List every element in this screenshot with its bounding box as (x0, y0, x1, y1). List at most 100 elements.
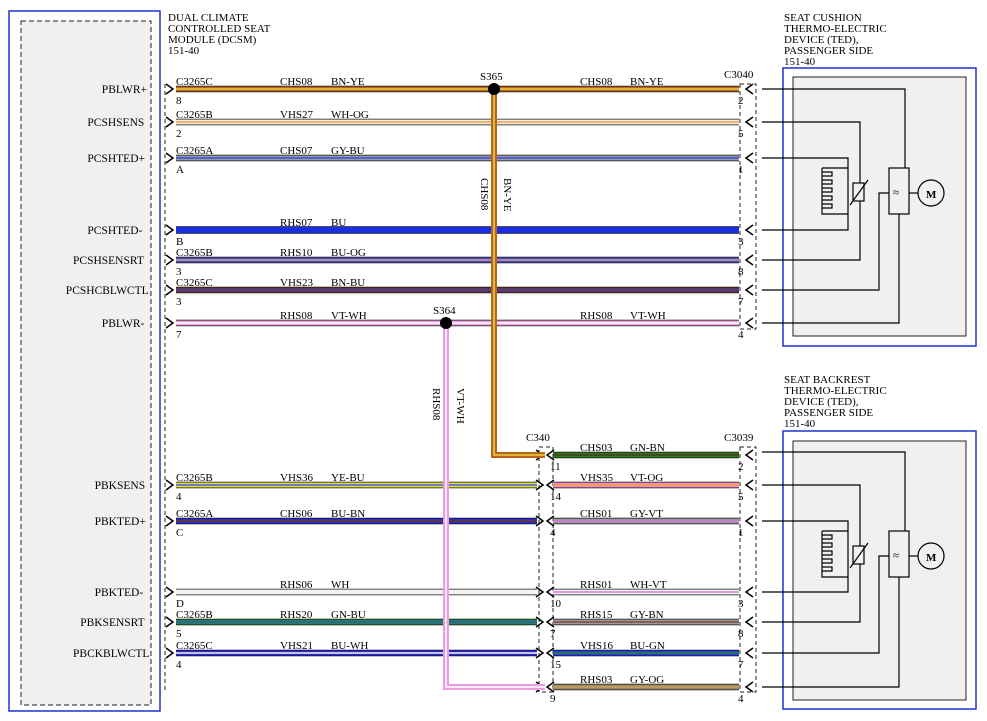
right-color-label-w9: GY-VT (630, 508, 663, 520)
ted-pin-arrow-b1 (744, 449, 754, 461)
inline-arrow-right-w9 (545, 515, 555, 527)
dcsm-connector-label-w2: C3265B (176, 109, 213, 121)
circuit-label-w11: RHS20 (280, 609, 313, 621)
signal-label-w9: PBKTED+ (95, 516, 146, 528)
dcsm-title-2: CONTROLLED SEAT (168, 23, 271, 35)
inline-arrow-w10 (535, 586, 545, 598)
dcsm-connector-label-w1: C3265C (176, 76, 213, 88)
c3039-connector-outline (739, 446, 757, 693)
color-label-w2: WH-OG (331, 109, 369, 121)
right-circuit-label-w7: RHS08 (580, 310, 613, 322)
rhs08-vertical-run (443, 323, 545, 690)
chs08-vertical-label: CHS08 (478, 178, 490, 211)
ted-pin-label-b1: 2 (738, 461, 744, 473)
color-label-w8: YE-BU (331, 472, 365, 484)
ted-pin-arrow-b2 (744, 681, 754, 693)
inline-arrow-right-w10 (545, 586, 555, 598)
ted-pin-label-w7: 4 (738, 329, 744, 341)
right-color-label-b2: GY-OG (630, 674, 664, 686)
ted-pin-label-w2: 5 (738, 128, 744, 140)
circuit-label-w12: VHS21 (280, 640, 313, 652)
ted-pin-label-b2: 4 (738, 693, 744, 705)
c340-label: C340 (526, 432, 550, 444)
signal-label-w3: PCSHTED+ (87, 153, 145, 165)
dcsm-pin-label-w7: 7 (176, 329, 182, 341)
dcsm-pin-label-w10: D (176, 598, 184, 610)
inline-arrow-w9 (535, 515, 545, 527)
right-color-label-w1: BN-YE (630, 76, 664, 88)
inline-pin-label-w10: 10 (550, 598, 562, 610)
inline-arrow-w12 (535, 647, 545, 659)
right-color-label-w11: GY-BN (630, 609, 664, 621)
splice-s365-label: S365 (480, 71, 503, 83)
signal-label-w6: PCSHCBLWCTL (66, 285, 149, 297)
dcsm-connector-label-w6: C3265C (176, 277, 213, 289)
right-color-label-b1: GN-BN (630, 442, 665, 454)
circuit-label-w5: RHS10 (280, 247, 313, 259)
circuit-label-w6: VHS23 (280, 277, 314, 289)
ted-pin-arrow-w11 (744, 616, 754, 628)
right-color-label-w8: VT-OG (630, 472, 663, 484)
circuit-label-w9: CHS06 (280, 508, 313, 520)
dcsm-pin-label-w8: 4 (176, 491, 182, 503)
ted-pin-arrow-w1 (744, 83, 754, 95)
signal-label-w2: PCSHSENS (87, 117, 144, 129)
ted-backrest-title-4: PASSENGER SIDE (784, 407, 873, 419)
inline-arrow-right-b1 (545, 449, 555, 461)
dcsm-pin-arrow-w7 (165, 317, 175, 329)
inline-pin-label-w12: 15 (550, 659, 562, 671)
ted-pin-label-w8: 5 (738, 491, 744, 503)
right-circuit-label-w9: CHS01 (580, 508, 612, 520)
splice-s365 (488, 83, 500, 95)
dcsm-pin-arrow-w3 (165, 152, 175, 164)
dcsm-connector-label-w12: C3265C (176, 640, 213, 652)
color-label-w12: BU-WH (331, 640, 368, 652)
right-circuit-label-w1: CHS08 (580, 76, 613, 88)
right-circuit-label-w8: VHS35 (580, 472, 614, 484)
right-color-label-w12: BU-GN (630, 640, 665, 652)
ted-backrest-title-3: DEVICE (TED), (784, 396, 859, 408)
ted-backrest-title-2: THERMO-ELECTRIC (784, 385, 887, 397)
chs08-vertical-run (491, 89, 545, 458)
ted-pin-label-w12: 7 (738, 659, 744, 671)
right-circuit-label-b2: RHS03 (580, 674, 613, 686)
dcsm-pin-label-w1: 8 (176, 95, 182, 107)
right-circuit-label-b1: CHS03 (580, 442, 613, 454)
dcsm-pin-label-w4: B (176, 236, 183, 248)
ted-pin-label-w1: 2 (738, 95, 744, 107)
ted-backrest-title-1: SEAT BACKREST (784, 374, 871, 386)
color-label-w10: WH (331, 579, 349, 591)
bnye-vertical-label: BN-YE (501, 178, 513, 212)
dcsm-pin-arrow-w11 (165, 616, 175, 628)
inline-pin-label-w11: 7 (550, 628, 556, 640)
signal-label-w8: PBKSENS (95, 480, 146, 492)
signal-label-w11: PBKSENSRT (80, 617, 145, 629)
signal-label-w10: PBKTED- (95, 587, 144, 599)
ted-pin-arrow-w7 (744, 317, 754, 329)
dcsm-pin-arrow-w12 (165, 647, 175, 659)
signal-label-w1: PBLWR+ (102, 84, 147, 96)
dcsm-pin-label-w6: 3 (176, 296, 182, 308)
signal-label-w7: PBLWR- (102, 318, 145, 330)
ted-pin-label-w9: 1 (738, 527, 744, 539)
vtwh-vertical-label: VT-WH (454, 388, 466, 424)
dcsm-pin-arrow-w9 (165, 515, 175, 527)
color-label-w1: BN-YE (331, 76, 365, 88)
dcsm-pin-label-w11: 5 (176, 628, 182, 640)
c3040-label: C3040 (724, 69, 754, 81)
dcsm-pin-arrow-w8 (165, 479, 175, 491)
right-circuit-label-w11: RHS15 (580, 609, 613, 621)
c3039-label: C3039 (724, 432, 754, 444)
circuit-label-w2: VHS27 (280, 109, 314, 121)
cushion-ted-internals (762, 88, 945, 324)
ted-cushion-title-2: THERMO-ELECTRIC (784, 23, 887, 35)
inline-arrow-right-w8 (545, 479, 555, 491)
ted-pin-arrow-w10 (744, 586, 754, 598)
ted-pin-arrow-w4 (744, 224, 754, 236)
dcsm-pin-arrow-w1 (165, 83, 175, 95)
backrest-motor-label: M (926, 552, 937, 564)
right-circuit-label-w12: VHS16 (580, 640, 614, 652)
right-circuit-label-w10: RHS01 (580, 579, 612, 591)
splice-s364-label: S364 (433, 305, 456, 317)
